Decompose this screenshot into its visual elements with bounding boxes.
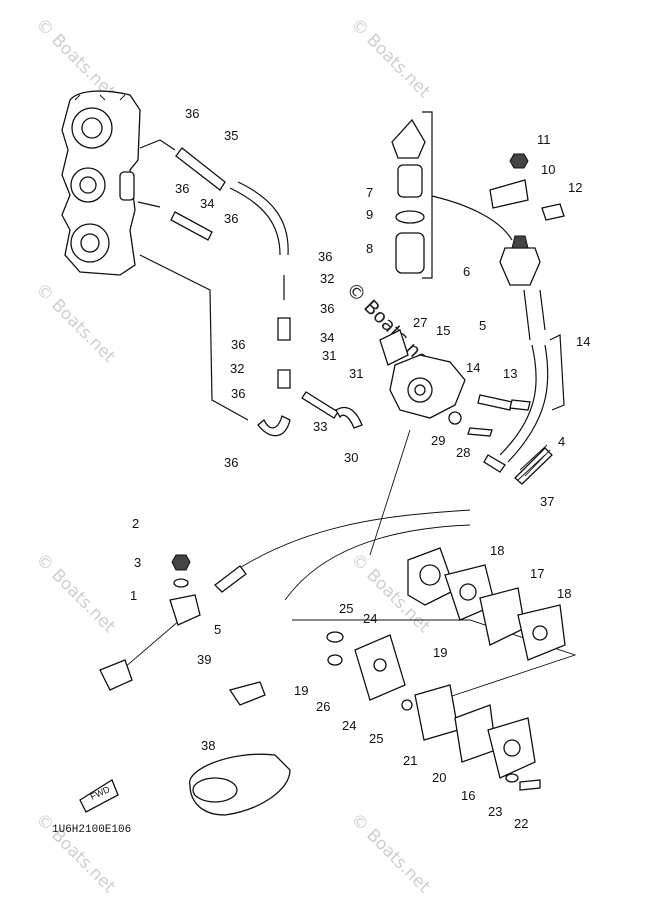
- diagram-code: 1U6H2100E106: [52, 824, 131, 836]
- lower-components: FWD: [79, 554, 291, 816]
- callout-label: 38: [201, 738, 215, 753]
- fuel-line-routing: [137, 139, 363, 437]
- watermark: © Boats.net: [31, 809, 119, 897]
- callout-label: 35: [224, 128, 238, 143]
- callout-label: 1: [130, 588, 137, 603]
- callout-label: 19: [433, 645, 447, 660]
- callout-label: 8: [366, 241, 373, 256]
- callout-label: 24: [363, 611, 377, 626]
- callout-label: 36: [318, 249, 332, 264]
- callout-label: 27: [413, 315, 427, 330]
- callout-label: 22: [514, 816, 528, 831]
- watermark: © Boats.net: [31, 549, 119, 637]
- leader-lines: [109, 429, 577, 701]
- callout-label: 14: [466, 360, 480, 375]
- callout-label: 32: [230, 361, 244, 376]
- callout-label: 18: [557, 586, 571, 601]
- callout-label: 3: [134, 555, 141, 570]
- callout-label: 19: [294, 683, 308, 698]
- watermark: © Boats.net: [346, 14, 434, 102]
- callout-label: 36: [224, 211, 238, 226]
- callout-label: 36: [231, 386, 245, 401]
- callout-label: 6: [463, 264, 470, 279]
- watermark: © Boats.net: [31, 14, 119, 102]
- callout-label: 16: [461, 788, 475, 803]
- callout-label: 13: [503, 366, 517, 381]
- callout-label: 39: [197, 652, 211, 667]
- callout-label: 14: [576, 334, 590, 349]
- callout-label: 33: [313, 419, 327, 434]
- callout-label: 20: [432, 770, 446, 785]
- callout-label: 32: [320, 271, 334, 286]
- watermark: © Boats.net: [31, 279, 119, 367]
- callout-label: 30: [344, 450, 358, 465]
- callout-label: 9: [366, 207, 373, 222]
- callout-labels: 36 35 36 34 36 36 32 36 34 36 32 31 36 3…: [130, 106, 590, 831]
- callout-label: 36: [320, 301, 334, 316]
- callout-label: 17: [530, 566, 544, 581]
- callout-label: 10: [541, 162, 555, 177]
- fuel-filter-assembly: [391, 111, 565, 341]
- callout-label: 36: [224, 455, 238, 470]
- callout-label: 34: [200, 196, 214, 211]
- callout-label: 25: [339, 601, 353, 616]
- callout-label: 31: [322, 348, 336, 363]
- callout-label: 21: [403, 753, 417, 768]
- callout-label: 36: [175, 181, 189, 196]
- callout-label: 7: [366, 185, 373, 200]
- callout-label: 15: [436, 323, 450, 338]
- callout-label: 24: [342, 718, 356, 733]
- callout-label: 34: [320, 330, 334, 345]
- watermark: © Boats.net: [346, 809, 434, 897]
- callout-label: 5: [479, 318, 486, 333]
- callout-label: 23: [488, 804, 502, 819]
- callout-label: 31: [349, 366, 363, 381]
- callout-label: 2: [132, 516, 139, 531]
- callout-label: 4: [558, 434, 565, 449]
- callout-label: 28: [456, 445, 470, 460]
- callout-label: 37: [540, 494, 554, 509]
- pump-exploded-view: [326, 547, 566, 791]
- engine-block-drawing: [61, 90, 141, 276]
- callout-label: 29: [431, 433, 445, 448]
- callout-label: 18: [490, 543, 504, 558]
- callout-label: 12: [568, 180, 582, 195]
- callout-label: 26: [316, 699, 330, 714]
- callout-label: 36: [185, 106, 199, 121]
- fuel-pump-drawing: [379, 329, 565, 485]
- callout-label: 5: [214, 622, 221, 637]
- callout-label: 36: [231, 337, 245, 352]
- callout-label: 11: [537, 132, 551, 147]
- callout-label: 25: [369, 731, 383, 746]
